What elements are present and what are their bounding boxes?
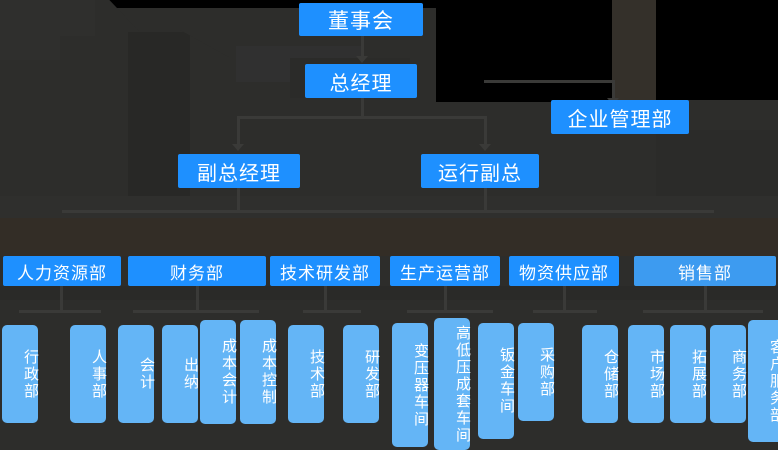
connector-finance-bus (133, 310, 259, 313)
node-sub-accounting[interactable]: 会计 (118, 325, 156, 423)
backdrop-mid-band-top (0, 196, 778, 218)
node-sub-commerce[interactable]: 商务部 (710, 325, 748, 423)
connector-hr-bus (19, 310, 101, 313)
backdrop-notch-a (60, 0, 95, 36)
node-sub-hv-lv-switchgear-workshop[interactable]: 高低压成套车间 (434, 318, 472, 450)
node-sub-cashier[interactable]: 出纳 (162, 325, 200, 423)
arrow-vp2 (479, 144, 491, 151)
node-sub-personnel[interactable]: 人事部 (70, 325, 108, 423)
arrow-vp1 (232, 144, 244, 151)
backdrop-low-band (0, 286, 778, 322)
backdrop-notch-b (95, 0, 98, 16)
node-sub-customer-service[interactable]: 客户服务部 (748, 320, 778, 442)
backdrop-slab-upper-left (0, 0, 60, 60)
connector-finance-sub (196, 286, 199, 310)
node-general-manager[interactable]: 总经理 (305, 64, 417, 98)
arrow-gm (356, 56, 368, 63)
node-deputy-general-manager[interactable]: 副总经理 (178, 154, 300, 188)
backdrop-center-dark (128, 32, 190, 252)
node-dept-sales[interactable]: 销售部 (634, 256, 776, 286)
connector-vp2-down (484, 188, 487, 210)
node-sub-technology[interactable]: 技术部 (288, 325, 326, 423)
node-sub-marketing[interactable]: 市场部 (628, 325, 666, 423)
connector-sales-bus (643, 310, 763, 313)
node-dept-rnd[interactable]: 技术研发部 (270, 256, 380, 286)
node-sub-purchasing[interactable]: 采购部 (518, 323, 556, 421)
connector-em-down (612, 80, 615, 102)
node-operations-vp[interactable]: 运行副总 (421, 154, 539, 188)
connector-rnd-bus (303, 310, 361, 313)
backdrop-right-panel (612, 0, 656, 104)
connector-to-vp2 (484, 116, 487, 148)
node-dept-production[interactable]: 生产运营部 (390, 256, 500, 286)
node-dept-supply[interactable]: 物资供应部 (509, 256, 619, 286)
connector-rnd-sub (324, 286, 327, 310)
connector-supply-bus (533, 310, 597, 313)
connector-production-bus (407, 310, 493, 313)
connector-gm-down (361, 98, 364, 116)
node-sub-research[interactable]: 研发部 (343, 325, 381, 423)
node-enterprise-management[interactable]: 企业管理部 (551, 100, 689, 134)
connector-exec-bus (237, 116, 487, 119)
connector-gm-to-em (484, 80, 614, 83)
node-dept-hr[interactable]: 人力资源部 (3, 256, 121, 286)
connector-hr-sub (60, 286, 63, 310)
node-sub-business-development[interactable]: 拓展部 (670, 325, 708, 423)
backdrop-wedge-left (95, 0, 155, 48)
node-sub-transformer-workshop[interactable]: 变压器车间 (392, 323, 430, 447)
connector-dept-bus (62, 210, 714, 213)
node-sub-administration[interactable]: 行政部 (2, 325, 40, 423)
backdrop-upper-right (436, 0, 778, 102)
node-board-of-directors[interactable]: 董事会 (299, 3, 423, 36)
backdrop-mid-band (0, 200, 778, 256)
connector-supply-sub (563, 286, 566, 310)
connector-to-vp1 (237, 116, 240, 148)
node-sub-cost-accounting[interactable]: 成本会计 (200, 320, 238, 424)
node-sub-warehouse[interactable]: 仓储部 (582, 325, 620, 423)
connector-sales-sub (704, 286, 707, 310)
connector-production-sub (444, 286, 447, 310)
connector-board-to-gm (361, 36, 364, 60)
backdrop-wedge-right (180, 30, 300, 58)
backdrop-right-panel-3 (656, 130, 778, 220)
node-sub-sheet-metal-workshop[interactable]: 钣金车间 (478, 323, 516, 439)
connector-vp1-down (237, 188, 240, 210)
node-dept-finance[interactable]: 财务部 (128, 256, 266, 286)
node-sub-cost-control[interactable]: 成本控制 (240, 320, 278, 424)
